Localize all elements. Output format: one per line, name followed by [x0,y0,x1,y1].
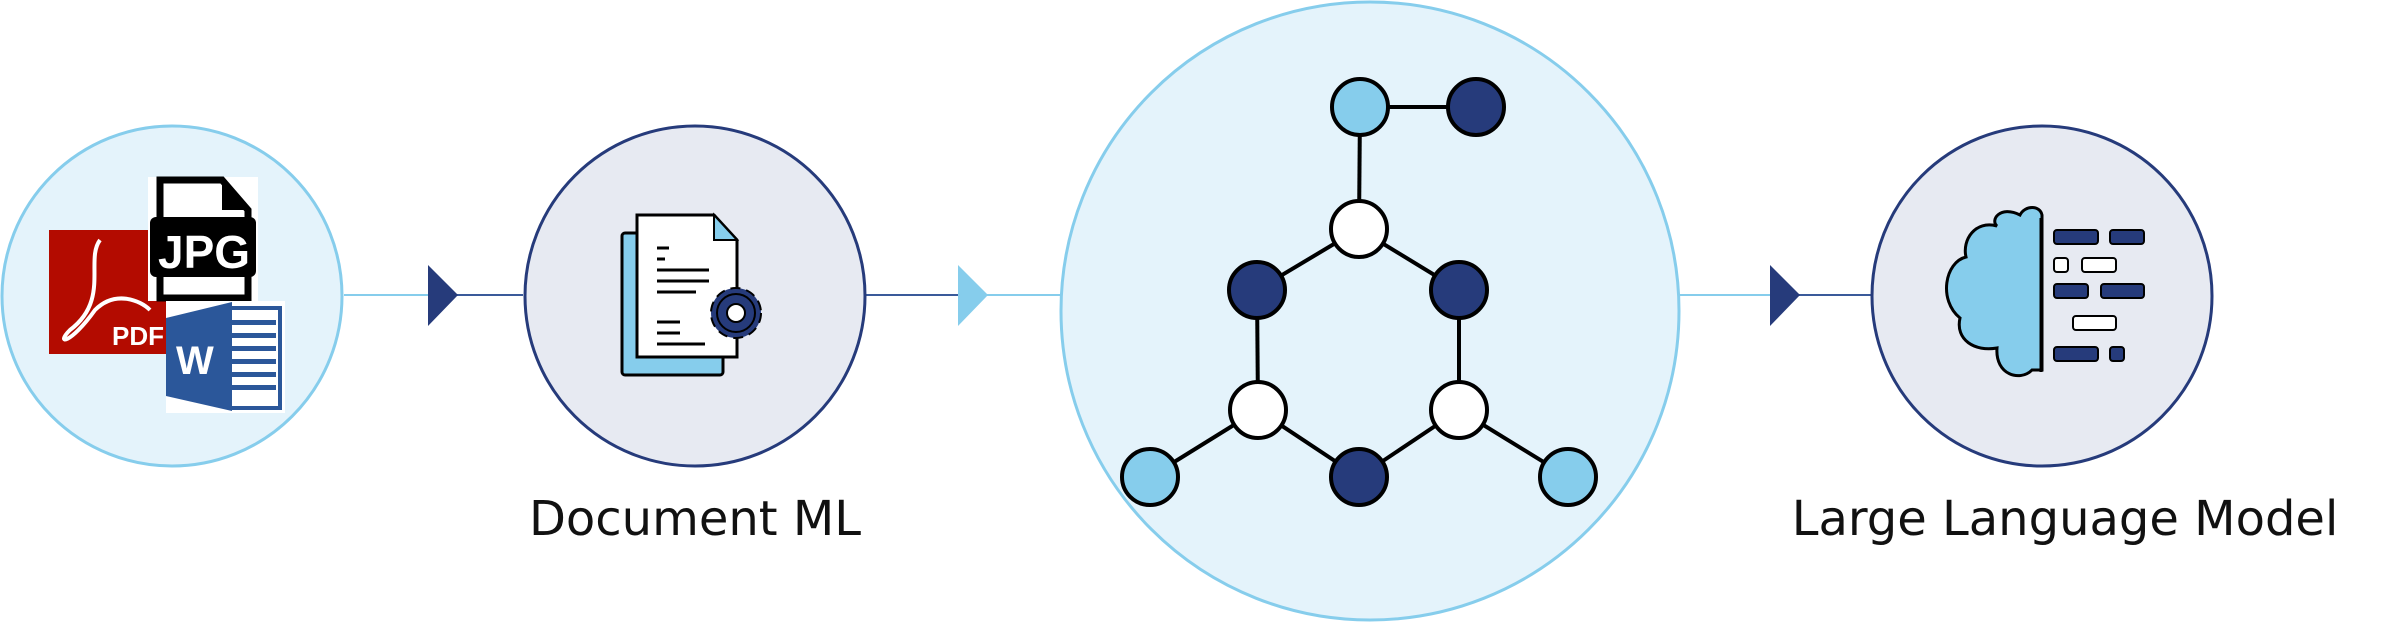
arrow-icon [428,265,458,326]
word-icon: W [166,301,285,413]
document-gear-icon [620,212,762,377]
connector-2 [866,265,1062,326]
jpg-icon: JPG [148,176,258,302]
stage-label: Large Language Model [1792,491,2339,547]
graph-node [1330,77,1390,137]
graph-node [1120,447,1180,507]
stage-input-documents: PDF JPG W [0,124,344,468]
graph-node [1429,260,1489,320]
pdf-icon: PDF [49,230,167,354]
connector-3 [1680,265,1871,326]
graph-nodes [1120,77,1598,507]
graph-node [1446,77,1506,137]
stage-graph [1059,0,1681,622]
svg-text:PDF: PDF [112,321,164,351]
graph-node [1329,199,1389,259]
graph-node [1329,447,1389,507]
graph-node [1228,380,1288,440]
stage-large-language-model: Large Language Model [1792,124,2339,547]
svg-text:JPG: JPG [158,226,250,278]
graph-node [1429,380,1489,440]
graph-node [1227,260,1287,320]
brain-text-icon [1945,206,2145,378]
svg-text:W: W [176,339,214,383]
arrow-icon [958,265,988,326]
stage-label: Document ML [529,491,861,547]
connector-1 [344,265,523,326]
arrow-icon [1770,265,1800,326]
graph-node [1538,447,1598,507]
stage-document-ml: Document ML [523,124,867,547]
